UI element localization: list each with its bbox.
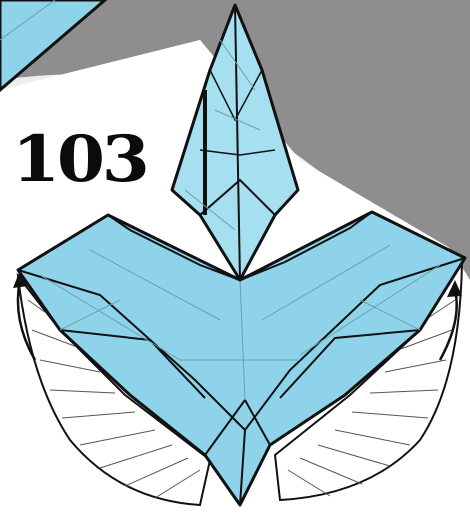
step-number: 103 xyxy=(12,128,147,192)
